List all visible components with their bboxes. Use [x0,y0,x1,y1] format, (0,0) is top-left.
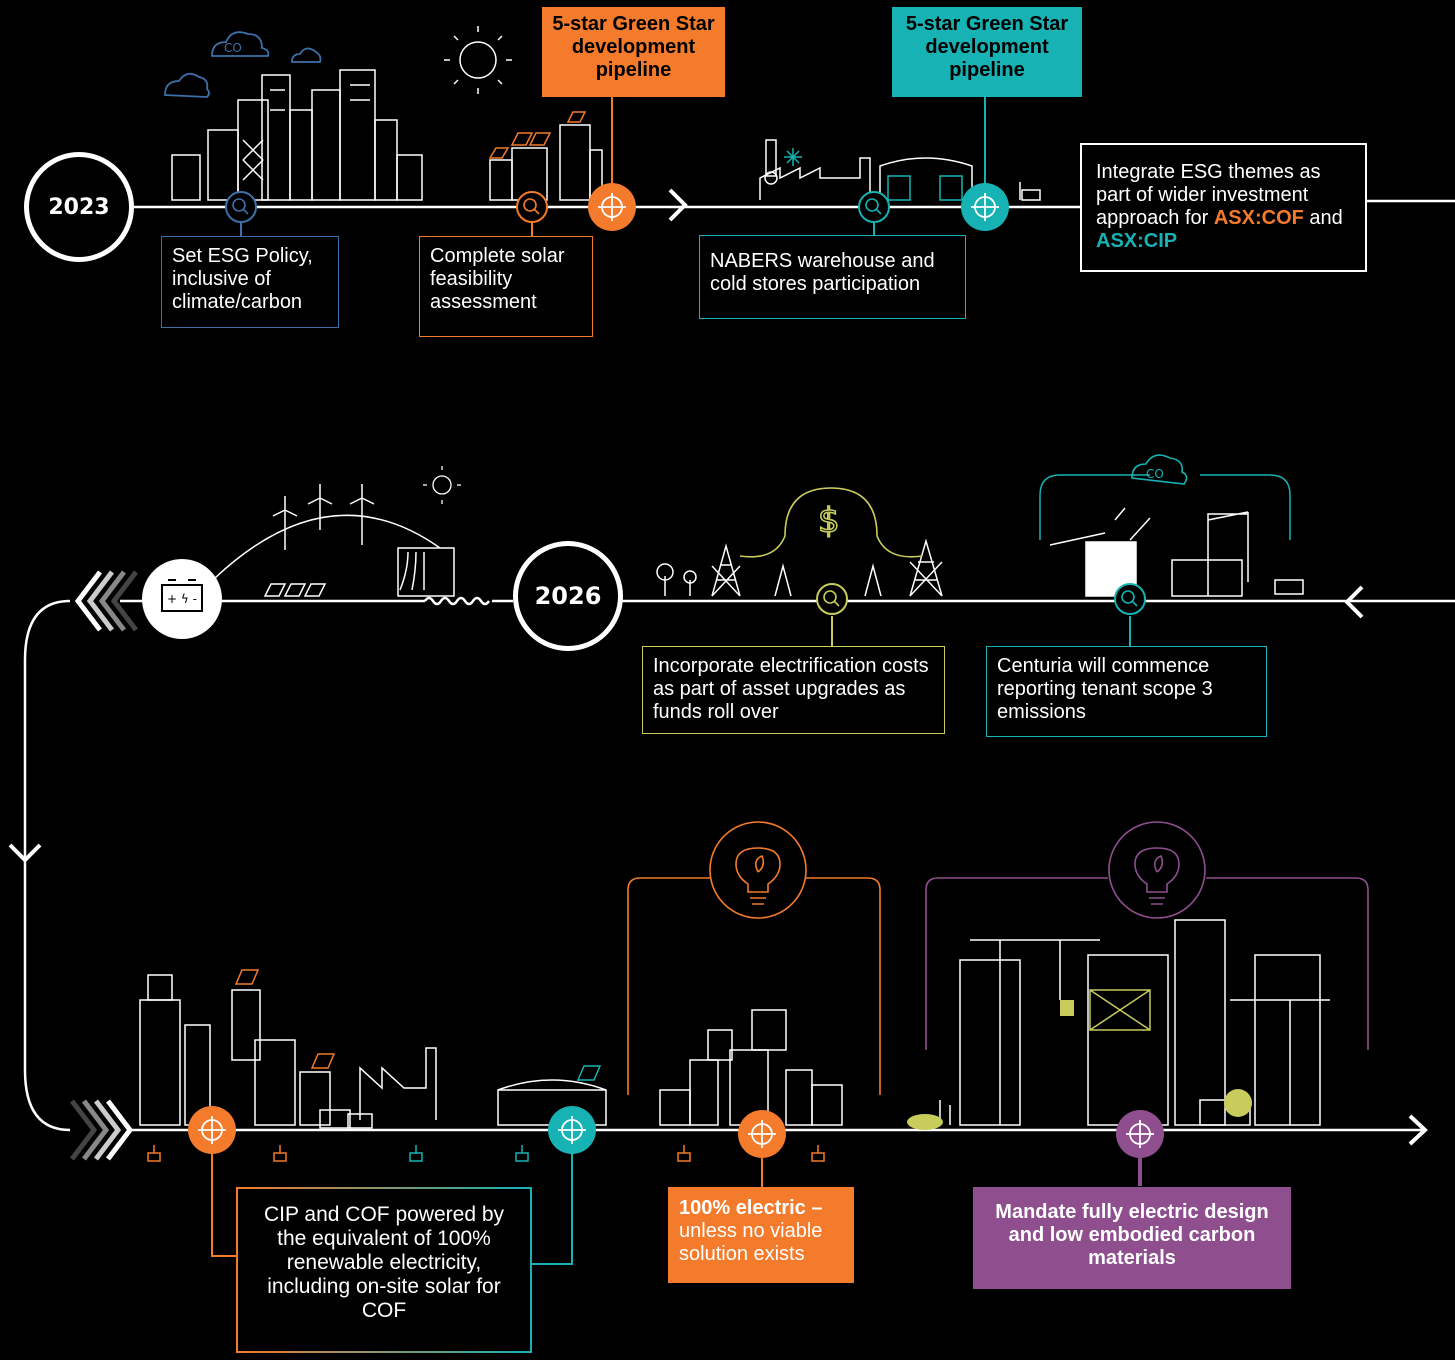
solar-assessment-box: Complete solar feasibility assessment [419,236,593,337]
renewable-hill-icon [214,514,455,597]
lightbulb-bracket-icon [925,821,1369,1050]
search-icon [858,191,890,223]
target-icon [588,183,636,231]
renewable-box: CIP and COF powered by the equivalent of… [236,1187,532,1353]
search-icon [816,583,848,615]
solar-building-icon [489,124,603,201]
integrate-esg-box: Integrate ESG themes as part of wider in… [1080,143,1367,272]
chevron-down-icon [8,843,42,863]
target-icon [738,1110,786,1158]
connector-lines-top [240,96,986,236]
construction-site-icon [939,919,1330,1126]
city-skyline-icon [139,974,607,1129]
esg-policy-box: Set ESG Policy, inclusive of climate/car… [161,236,339,328]
electric-bold-label: 100% electric – [679,1197,823,1219]
city-skyline-icon [171,69,423,201]
dollar-icon: $ [739,487,923,558]
bush-icon [907,1114,943,1130]
year-2023-marker: 2023 [24,152,134,262]
solar-panel-icon [576,1065,602,1081]
svg-text:CO: CO [1146,467,1164,481]
battery-icon: + ϟ - [142,559,222,639]
co2-cloud-icon: CO [164,31,322,98]
lightbulb-bracket-icon [627,821,881,1095]
connector-lines-middle [831,616,1131,646]
target-icon [188,1106,236,1154]
chevron-right-icon [1408,1114,1428,1146]
target-icon [548,1106,596,1154]
callout-green-star-teal: 5-star Green Star development pipeline [892,7,1082,97]
construction-icon [1039,474,1304,597]
year-2026-marker: 2026 [513,541,623,651]
target-icon [961,183,1009,231]
chevron-right-icon [668,188,688,222]
forklift-icon [1019,182,1041,201]
search-icon [1114,583,1146,615]
chevron-stack-right-icon [70,1099,134,1161]
mandate-box: Mandate fully electric design and low em… [973,1187,1291,1289]
asx-cof-label: ASX:COF [1213,207,1304,229]
search-icon [225,191,257,223]
connector-lines-bottom [211,1152,1142,1265]
solar-panel-icon [234,969,336,1069]
chevron-stack-left-icon [74,570,138,632]
electric-box: 100% electric – unless no viable solutio… [668,1187,854,1283]
nabers-box: NABERS warehouse and cold stores partici… [699,235,966,319]
chevron-left-icon [1344,585,1364,619]
year-label: 2023 [48,194,110,220]
callout-green-star-orange: 5-star Green Star development pipeline [542,7,725,97]
sun-icon [444,26,512,94]
plug-icon [147,1145,825,1162]
electric-rest-label: unless no viable solution exists [679,1220,823,1265]
solar-panel-icon [488,111,587,159]
year-label: 2026 [534,582,602,610]
powerline-icon [656,538,943,597]
timeline-line-middle [120,596,1455,606]
svg-text:+ ϟ -: + ϟ - [167,592,197,606]
snowflake-icon [784,148,802,166]
timeline-line-return [23,599,71,1132]
svg-text:CO: CO [224,41,242,55]
search-icon [516,191,548,223]
warehouse-icon [759,139,973,201]
co2-cloud-icon: CO [1131,454,1188,485]
svg-text:$: $ [818,501,840,541]
electric-city-icon [659,1009,843,1126]
sun-icon [423,466,461,504]
asx-cip-label: ASX:CIP [1096,230,1178,252]
scope3-box: Centuria will commence reporting tenant … [986,646,1267,737]
target-icon [1116,1110,1164,1158]
electrification-box: Incorporate electrification costs as par… [642,646,945,734]
wind-turbine-icon [272,484,375,550]
